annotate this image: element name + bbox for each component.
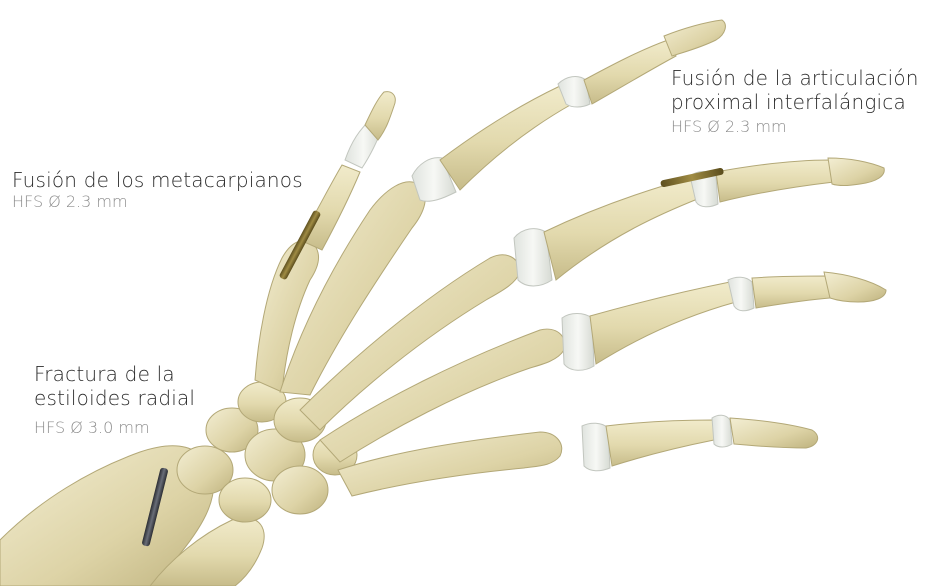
metacarpal-fusion-label: Fusión de los metacarpianos HFS Ø 2.3 mm: [12, 168, 303, 212]
pip-fusion-title-line2: proximal interfalángica: [671, 90, 919, 114]
radial-styloid-title-line1: Fractura de la: [34, 362, 195, 386]
little-finger-bones: [338, 415, 818, 496]
pip-fusion-label: Fusión de la articulación proximal inter…: [671, 66, 919, 137]
radial-styloid-spec: HFS Ø 3.0 mm: [34, 418, 195, 438]
radial-styloid-label: Fractura de la estiloides radial HFS Ø 3…: [34, 362, 195, 438]
pip-fusion-title-line1: Fusión de la articulación: [671, 66, 919, 90]
metacarpal-fusion-title: Fusión de los metacarpianos: [12, 168, 303, 192]
metacarpal-fusion-spec: HFS Ø 2.3 mm: [12, 192, 303, 212]
radial-styloid-title-line2: estiloides radial: [34, 386, 195, 410]
pip-fusion-spec: HFS Ø 2.3 mm: [671, 117, 919, 137]
